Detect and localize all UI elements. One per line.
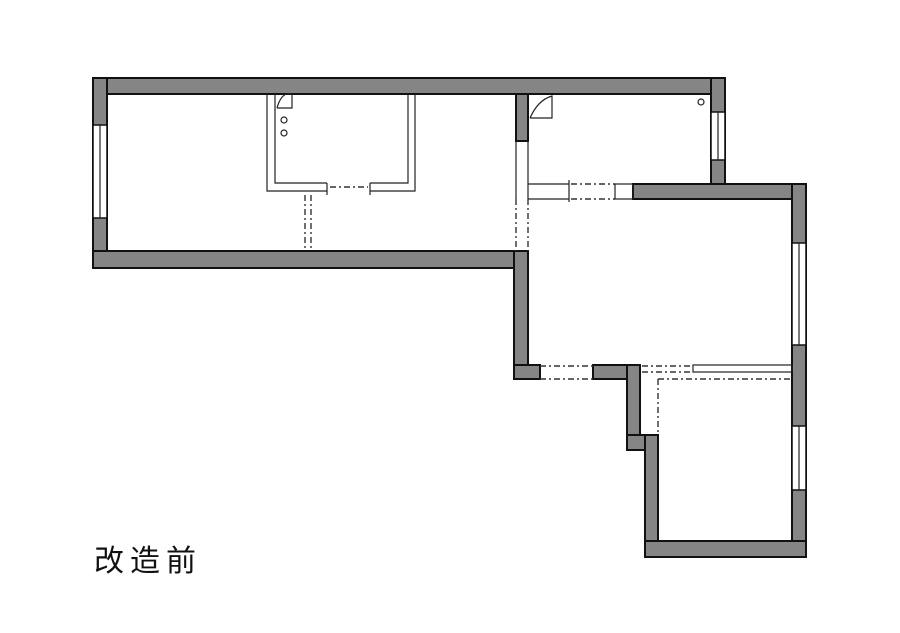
middle-room-left-wall [513, 250, 529, 380]
long-room-bottom-wall [92, 250, 529, 269]
fixture-circle [280, 116, 288, 124]
right-wall [791, 183, 807, 558]
fixture-icon [529, 95, 553, 119]
plan-caption: 改造前 [94, 544, 202, 579]
fixture-circle [280, 129, 288, 137]
interior-lines [266, 93, 793, 433]
lower-room-bottom-wall [644, 540, 807, 558]
windows [92, 111, 807, 491]
walls [92, 77, 807, 558]
top-wall [92, 77, 726, 95]
fixture-circle [697, 98, 705, 106]
partition-wall [515, 93, 529, 142]
fixture-icon [276, 93, 293, 109]
middle-room-bottom-left-wall [513, 364, 541, 380]
middle-room-top-wall [632, 183, 807, 200]
lower-room-left-wall [644, 434, 659, 558]
